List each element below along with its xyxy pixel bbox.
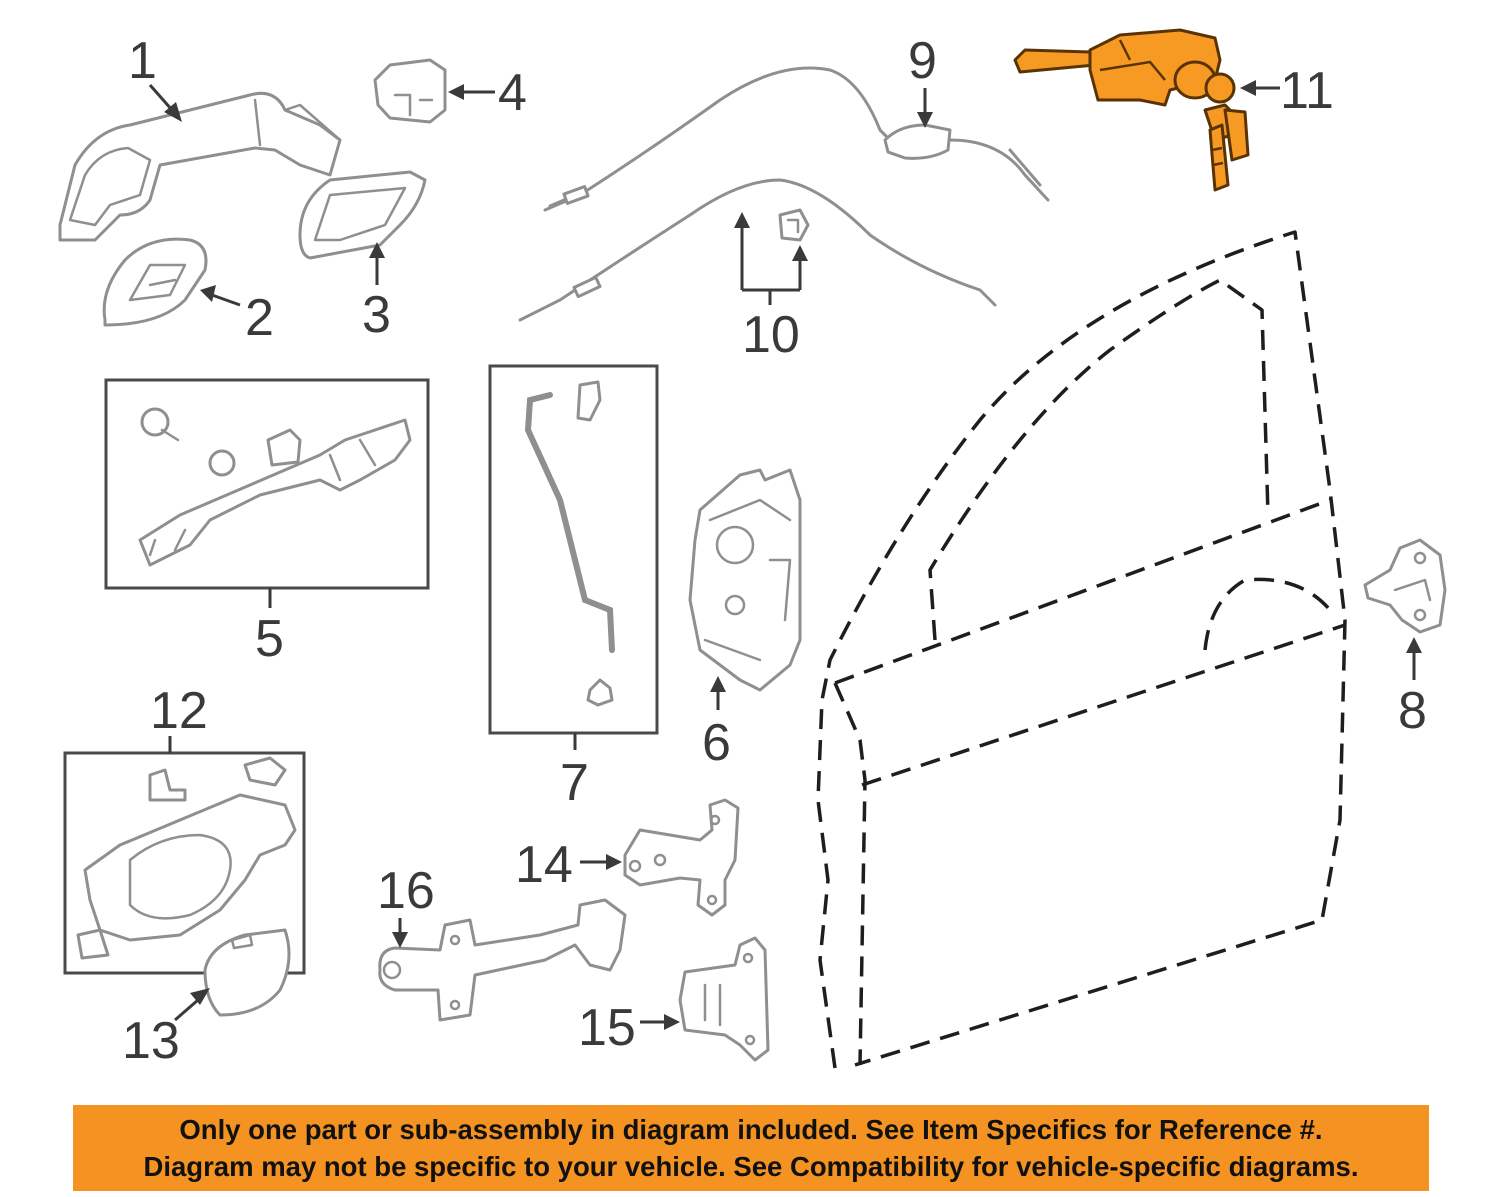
svg-text:13: 13 <box>122 1012 180 1070</box>
part-7-group-box <box>488 364 659 735</box>
part-6-door-latch <box>688 468 802 692</box>
callout-8: 8 <box>1398 637 1427 740</box>
svg-text:1: 1 <box>128 32 157 90</box>
part-13-handle-cap <box>203 928 291 1017</box>
part-15-lower-hinge <box>678 936 770 1062</box>
callout-13: 13 <box>122 988 210 1070</box>
svg-text:9: 9 <box>908 32 937 90</box>
svg-text:3: 3 <box>362 286 391 344</box>
part-3-handle-cap <box>298 170 427 260</box>
svg-text:2: 2 <box>245 289 274 347</box>
callout-16: 16 <box>377 862 435 948</box>
svg-text:14: 14 <box>515 836 573 894</box>
part-2-handle-cover <box>102 237 208 327</box>
svg-text:6: 6 <box>702 714 731 772</box>
callout-7: 7 <box>560 733 589 812</box>
svg-text:16: 16 <box>377 862 435 920</box>
part-5-group-box <box>104 378 430 590</box>
svg-text:15: 15 <box>578 999 636 1057</box>
callout-15: 15 <box>578 999 680 1057</box>
svg-text:8: 8 <box>1398 682 1427 740</box>
callout-2: 2 <box>200 285 274 347</box>
callout-11: 11 <box>1240 62 1334 120</box>
callout-12: 12 <box>150 682 208 753</box>
callout-3: 3 <box>362 242 391 344</box>
disclaimer-line-1: Only one part or sub-assembly in diagram… <box>179 1114 1323 1145</box>
callout-5: 5 <box>255 588 284 668</box>
door-outline <box>816 230 1347 1069</box>
callout-9: 9 <box>908 32 937 128</box>
part-10-cable <box>518 178 997 322</box>
callout-1: 1 <box>128 32 182 122</box>
svg-text:5: 5 <box>255 610 284 668</box>
part-16-door-check <box>378 898 627 1022</box>
part-4-clip <box>373 58 447 124</box>
part-12-group-box <box>63 751 306 975</box>
part-8-door-striker <box>1363 538 1447 634</box>
svg-text:11: 11 <box>1280 62 1334 120</box>
callout-14: 14 <box>515 836 622 894</box>
svg-text:12: 12 <box>150 682 208 740</box>
callout-4: 4 <box>448 64 527 122</box>
svg-text:10: 10 <box>742 306 800 364</box>
part-1-outside-handle <box>58 91 342 242</box>
part-11-lock-cylinder-highlighted <box>1013 28 1250 192</box>
callout-10: 10 <box>734 212 808 364</box>
svg-text:7: 7 <box>560 754 589 812</box>
disclaimer-banner: Only one part or sub-assembly in diagram… <box>73 1105 1429 1191</box>
svg-text:4: 4 <box>498 64 527 122</box>
part-9-cable <box>543 66 1050 212</box>
part-14-upper-hinge <box>623 798 740 917</box>
callout-6: 6 <box>702 676 731 772</box>
disclaimer-line-2: Diagram may not be specific to your vehi… <box>143 1151 1359 1182</box>
